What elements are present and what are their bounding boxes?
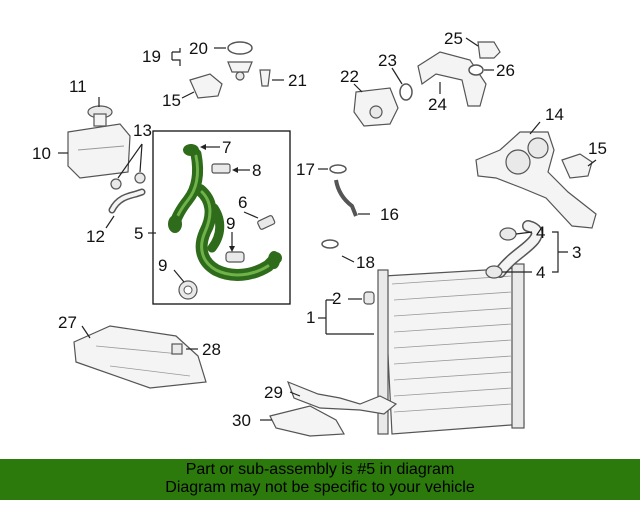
callout-23: 23	[378, 51, 397, 70]
callout-19: 19	[142, 47, 161, 66]
bleeder-valve-8	[211, 163, 231, 174]
callout-26: 26	[496, 61, 515, 80]
callout-16: 16	[380, 205, 399, 224]
callout-12: 12	[86, 227, 105, 246]
callout-22: 22	[340, 67, 359, 86]
callout-15-right: 15	[588, 139, 607, 158]
callout-28: 28	[202, 340, 221, 359]
callout-9-lower: 9	[158, 256, 167, 275]
callout-5: 5	[134, 224, 143, 243]
callout-18: 18	[356, 253, 375, 272]
callout-17: 17	[296, 160, 315, 179]
callout-15-left: 15	[162, 91, 181, 110]
callout-10: 10	[32, 144, 51, 163]
connector-6	[257, 215, 276, 230]
clamp-9-upper	[225, 251, 245, 263]
parts-diagram: 1 2 3 4 4 5 6 7 8 9 9 10 11 12 13 14 15 …	[32, 29, 607, 437]
banner-line-1: Part or sub-assembly is #5 in diagram	[185, 461, 455, 478]
callout-4-bottom: 4	[536, 263, 545, 282]
radiator	[377, 263, 525, 435]
callout-27: 27	[58, 313, 77, 332]
callout-13: 13	[133, 121, 152, 140]
callout-25: 25	[444, 29, 463, 48]
cap-9-lower	[178, 280, 198, 300]
callout-14: 14	[545, 105, 564, 124]
callout-3: 3	[572, 243, 581, 262]
callout-9-upper: 9	[226, 214, 235, 233]
callout-1: 1	[306, 308, 315, 327]
callout-30: 30	[232, 411, 251, 430]
callout-21: 21	[288, 71, 307, 90]
coolant-reservoir	[67, 105, 131, 179]
callout-20: 20	[189, 39, 208, 58]
banner-line-2: Diagram may not be specific to your vehi…	[165, 479, 475, 496]
callout-4-top: 4	[536, 223, 545, 242]
callout-11: 11	[69, 77, 87, 96]
upper-radiator-hose[interactable]	[168, 144, 282, 281]
info-banner: Part or sub-assembly is #5 in diagram Di…	[0, 459, 640, 500]
callout-29: 29	[264, 383, 283, 402]
callout-24: 24	[428, 95, 447, 114]
callout-8: 8	[252, 161, 261, 180]
callout-6: 6	[238, 193, 247, 212]
callout-2: 2	[332, 289, 341, 308]
callout-7: 7	[222, 138, 231, 157]
